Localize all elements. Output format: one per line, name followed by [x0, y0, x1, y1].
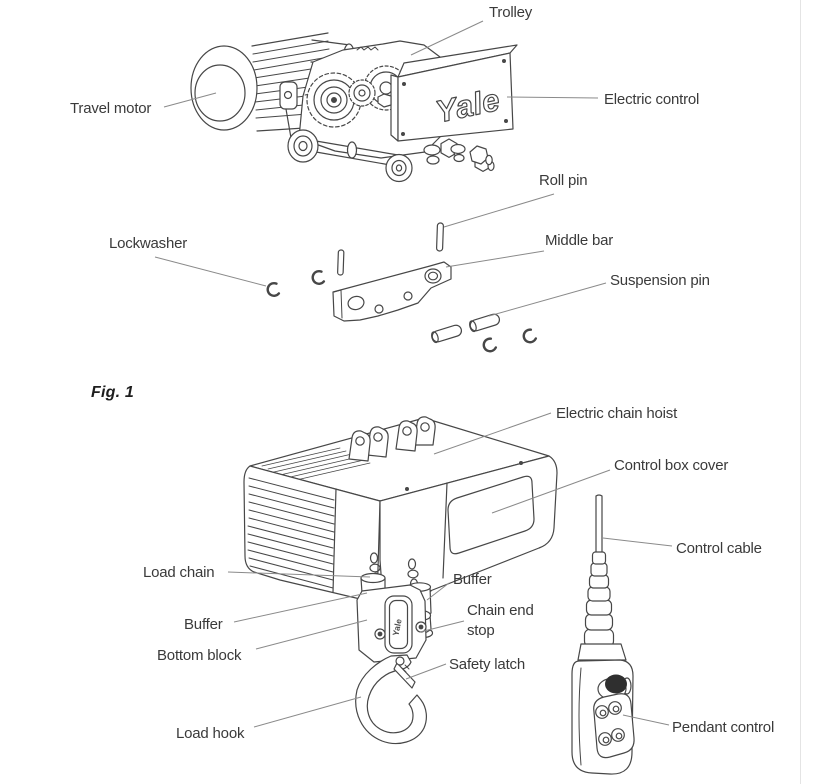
- leader-electric-chain-hoist: [433, 412, 552, 455]
- fig1-caption: Fig. 1: [91, 384, 134, 401]
- pendant-control-drawing: [571, 494, 635, 775]
- pendant-buttons-drawing: [595, 701, 625, 746]
- trolley-assembly-drawing: Yale: [190, 32, 538, 353]
- cable-strain-relief-drawing: [583, 551, 615, 648]
- label-load-chain: Load chain: [143, 564, 215, 581]
- bottom-block-drawing: Yale: [356, 584, 427, 663]
- control-cable-drawing: [595, 494, 603, 553]
- leader-bottom-block: [255, 619, 368, 650]
- hoist-fins: [247, 477, 335, 589]
- leader-load-hook: [253, 696, 362, 728]
- leader-buffer-left: [233, 592, 368, 623]
- label-load-hook: Load hook: [176, 725, 245, 742]
- lockwasher-clip-drawing: [522, 328, 538, 344]
- suspension-pin-drawing: [431, 324, 463, 344]
- suspension-pin-drawing: [469, 313, 501, 333]
- label-safety-latch: Safety latch: [449, 656, 525, 673]
- label-middle-bar: Middle bar: [545, 232, 614, 249]
- leader-buffer-top: [426, 582, 450, 601]
- leader-middle-bar: [445, 250, 545, 268]
- roll-pin-2-drawing: [337, 249, 345, 276]
- leader-lockwasher: [154, 256, 267, 287]
- suspension-lugs-drawing: [348, 416, 436, 462]
- hoist-top-ribs: [261, 447, 371, 482]
- leader-trolley: [410, 20, 484, 56]
- leader-control-box-cover: [491, 469, 611, 514]
- label-buffer-left: Buffer: [184, 616, 223, 633]
- label-pendant-control: Pendant control: [672, 719, 775, 736]
- label-control-cable: Control cable: [676, 540, 762, 557]
- label-lockwasher: Lockwasher: [109, 235, 188, 252]
- safety-latch-drawing: [393, 656, 416, 689]
- hoist-seam-left: [332, 488, 337, 593]
- exploded-parts-drawing: [266, 222, 538, 353]
- label-suspension-pin: Suspension pin: [610, 272, 710, 289]
- lockwasher-clip-drawing: [482, 337, 498, 353]
- leader-electric-control: [506, 96, 599, 99]
- electric-control-box-drawing: Yale: [377, 44, 518, 166]
- label-buffer-top: Buffer: [453, 571, 492, 588]
- lockwasher-clip-drawing: [311, 269, 326, 285]
- label-bottom-block: Bottom block: [157, 647, 242, 664]
- middle-bar-drawing: [332, 261, 452, 322]
- lockwasher-clip-drawing: [266, 281, 281, 297]
- leader-control-cable: [602, 537, 673, 547]
- leader-suspension-pin: [488, 282, 607, 317]
- leader-load-chain: [227, 571, 371, 578]
- pendant-button-panel-drawing: [593, 693, 635, 759]
- leader-chain-end-stop: [419, 620, 465, 633]
- control-box-cover-drawing: [447, 475, 535, 555]
- yale-logo-block-plate: Yale: [390, 618, 403, 637]
- label-chain-end-stop: Chain end stop: [467, 602, 534, 639]
- leader-lines: [154, 20, 673, 728]
- leader-roll-pin: [443, 193, 555, 228]
- label-electric-control: Electric control: [604, 91, 700, 108]
- pendant-grip-line: [578, 667, 582, 766]
- label-trolley: Trolley: [489, 4, 533, 21]
- leader-travel-motor: [163, 92, 217, 108]
- hoist-drawing: Yale: [243, 416, 558, 745]
- pendant-collar-drawing: [577, 643, 627, 661]
- label-control-box-cover: Control box cover: [614, 457, 729, 474]
- label-electric-chain-hoist: Electric chain hoist: [556, 405, 678, 422]
- leader-safety-latch: [405, 663, 447, 680]
- hoist-seam-right: [442, 482, 448, 579]
- label-travel-motor: Travel motor: [70, 100, 152, 117]
- leader-pendant-control: [622, 714, 670, 726]
- label-roll-pin: Roll pin: [539, 172, 588, 189]
- load-hook-drawing: [355, 654, 427, 745]
- roll-pin-drawing: [436, 222, 444, 252]
